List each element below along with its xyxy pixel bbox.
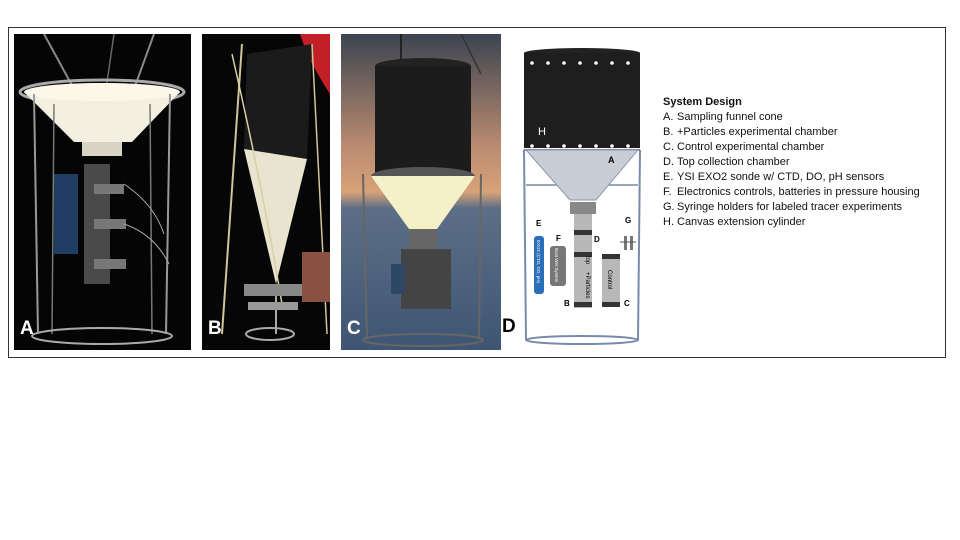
legend-item: F. Electronics controls, batteries in pre… <box>663 185 920 200</box>
panel-label-c: C <box>347 318 361 339</box>
legend-letter: E. <box>663 171 674 183</box>
legend-text: +Particles experimental chamber <box>677 126 838 138</box>
label-e: E <box>536 219 542 228</box>
chamber-band <box>574 252 592 257</box>
chamber-band <box>602 302 620 307</box>
chamber-band <box>574 302 592 307</box>
photo-a: A <box>14 34 191 350</box>
label-particles: +Particles <box>584 272 590 299</box>
particles-chamber <box>574 214 592 308</box>
legend-text: YSI EXO2 sonde w/ CTD, DO, pH sensors <box>677 171 885 183</box>
legend-item: G.Syringe holders for labeled tracer exp… <box>663 200 920 215</box>
panel-label-b: B <box>208 318 222 339</box>
legend-item: E.YSI EXO2 sonde w/ CTD, DO, pH sensors <box>663 170 920 185</box>
collector-neck <box>570 202 596 214</box>
legend-text: Canvas extension cylinder <box>677 216 806 228</box>
legend-item: B.+Particles experimental chamber <box>663 125 920 140</box>
legend-letter: G. <box>663 201 675 213</box>
legend-item: D.Top collection chamber <box>663 155 920 170</box>
label-c: C <box>624 299 630 308</box>
label-a: A <box>608 155 615 165</box>
label-control: Control <box>606 270 612 289</box>
sonde <box>534 236 544 294</box>
legend-letter: B. <box>663 126 674 138</box>
legend-letter: H. <box>663 216 674 228</box>
label-b: B <box>564 299 570 308</box>
legend-letter: F. <box>663 186 672 198</box>
label-d: D <box>594 235 600 244</box>
canvas-cylinder <box>524 53 640 148</box>
legend-letter: C. <box>663 141 674 153</box>
legend-text: Control experimental chamber <box>677 141 825 153</box>
legend-title: System Design <box>663 96 742 108</box>
panel-label-d: D <box>502 316 516 337</box>
label-sonde: EXO2 (CTD, DO, pH) <box>536 240 541 284</box>
label-f: F <box>556 234 561 243</box>
legend-text: Syringe holders for labeled tracer exper… <box>677 201 903 213</box>
legend-item: C.Control experimental chamber <box>663 140 920 155</box>
chamber-band <box>602 254 620 259</box>
grommets <box>530 61 630 148</box>
legend-letter: A. <box>663 111 674 123</box>
chamber-band <box>574 230 592 235</box>
panel-label-a: A <box>20 318 34 339</box>
legend-item: A.Sampling funnel cone <box>663 110 920 125</box>
control-chamber <box>602 254 620 306</box>
legend-letter: D. <box>663 156 674 168</box>
photo-c: C <box>341 34 501 350</box>
syringe <box>630 236 633 250</box>
legend-item: H.Canvas extension cylinder <box>663 215 920 230</box>
legend-text: Sampling funnel cone <box>677 111 783 123</box>
label-electronics: Boni Wet System <box>554 248 559 283</box>
legend-text: Top collection chamber <box>677 156 790 168</box>
label-h: H <box>538 126 546 138</box>
electronics-housing <box>550 246 566 286</box>
label-g: G <box>625 216 631 225</box>
legend: System Design A.Sampling funnel cone B.+… <box>663 95 920 230</box>
system-diagram: H A top +Particles D B Control C EXO2 (C… <box>523 48 641 345</box>
syringe <box>624 236 627 250</box>
label-top: top <box>584 256 590 265</box>
legend-text: Electronics controls, batteries in press… <box>677 186 920 198</box>
funnel-cone <box>524 149 640 201</box>
photo-b: B <box>202 34 330 350</box>
